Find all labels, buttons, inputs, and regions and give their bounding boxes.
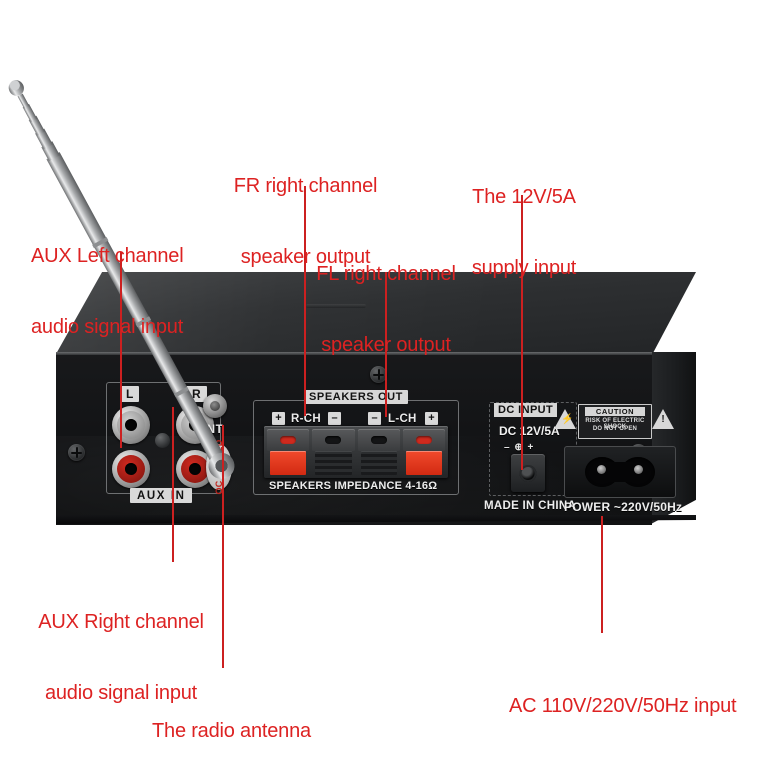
speaker-terminal-l-negative[interactable] [357, 429, 400, 475]
qc-passed-sticker: QC PASSED [206, 439, 232, 495]
leader-antenna [222, 425, 224, 668]
caution-line-1: RISK OF ELECTRIC SHOCK [585, 418, 645, 430]
callout-line-2: speaker output [321, 333, 451, 356]
caution-label: ⚡ CAUTION RISK OF ELECTRIC SHOCK DO NOT … [554, 404, 674, 439]
made-in-china-label: MADE IN CHINA [484, 500, 577, 512]
dc-polarity-symbol: – ⊕ + [504, 442, 535, 453]
lightning-bolt-glyph: ⚡ [561, 414, 574, 425]
dc-input-rating: DC 12V/5A [499, 424, 560, 438]
ac-inlet-recess [564, 446, 676, 498]
rca-hole [189, 463, 201, 475]
chassis-bottom-lip [56, 515, 696, 524]
speakers-out-title: SPEAKERS OUT [304, 390, 408, 404]
leader-ac-input [601, 516, 603, 633]
rca-hole [125, 419, 137, 431]
callout-line-2: audio signal input [31, 315, 184, 338]
ant-label: ANT [198, 424, 224, 436]
exclamation-glyph: ! [661, 414, 665, 425]
terminal-lever[interactable] [270, 451, 307, 475]
ac-pin-right [634, 465, 643, 474]
ac-figure8-socket[interactable] [585, 457, 655, 487]
speaker-terminal-l-positive[interactable] [402, 429, 445, 475]
chassis-right-side-face [651, 352, 696, 524]
panel-screw-left [68, 444, 85, 461]
speakers-impedance-label: SPEAKERS IMPEDANCE 4-16Ω [269, 480, 438, 492]
dc-barrel-jack[interactable] [511, 454, 545, 492]
l-ch-plus-marker: + [425, 412, 438, 425]
callout-line-1: AUX Right channel [38, 611, 204, 634]
leader-fl-speaker [385, 272, 387, 417]
rca-hole [125, 463, 137, 475]
callout-line-1: The 12V/5A [472, 186, 576, 209]
speaker-terminal-block [264, 426, 448, 478]
leader-dc-supply [521, 195, 523, 470]
ac-power-label: POWER ~220V/50Hz [564, 500, 683, 514]
speaker-terminal-r-positive[interactable] [267, 429, 310, 475]
ac-socket-bridge [607, 462, 633, 482]
callout-line-2: audio signal input [44, 681, 198, 704]
terminal-slot [415, 436, 432, 444]
terminal-slot [325, 436, 342, 444]
callout-line-1: AC 110V/220V/50Hz input [509, 695, 737, 718]
leader-fr-speaker [304, 186, 306, 416]
leader-aux-right [172, 407, 174, 562]
r-ch-plus-marker: + [272, 412, 285, 425]
callout-line-2: speaker output [240, 245, 371, 268]
callout-radio-antenna: The radio antenna [152, 673, 311, 768]
caution-line-2: DO NOT OPEN [592, 426, 638, 432]
lightning-bolt-icon: ⚡ [554, 409, 576, 429]
dc-input-title: DC INPUT [494, 403, 558, 417]
callout-aux-left-channel: AUX Left channel audio signal input [31, 198, 184, 387]
speaker-terminal-r-negative[interactable] [312, 429, 355, 475]
r-ch-label: R-CH [291, 413, 321, 425]
callout-line-1: FL right channel [316, 263, 456, 286]
exclamation-triangle-icon: ! [652, 409, 674, 429]
aux-left-letter: L [120, 386, 140, 402]
chassis-top-seam [306, 304, 366, 308]
callout-aux-right-channel: AUX Right channel audio signal input [26, 564, 216, 753]
panel-screw-top-center [370, 366, 387, 383]
aux-in-label: AUX IN [130, 488, 192, 503]
terminal-slot [370, 436, 387, 444]
callout-dc-supply-input: The 12V/5A supply input [462, 139, 586, 328]
callout-fl-speaker-output: FL right channel speaker output [290, 216, 482, 405]
callout-line-1: AUX Left channel [31, 245, 184, 268]
terminal-lever[interactable] [360, 451, 397, 475]
caution-box: CAUTION RISK OF ELECTRIC SHOCK DO NOT OP… [578, 404, 652, 439]
callout-ac-input: AC 110V/220V/50Hz input [509, 648, 737, 766]
aux-block-screw [155, 433, 170, 448]
caution-heading: CAUTION [585, 406, 645, 416]
r-ch-minus-marker: – [328, 412, 341, 425]
rca-jack-left-aux[interactable] [112, 450, 150, 488]
terminal-slot [280, 436, 297, 444]
rca-jack-left-in[interactable] [112, 406, 150, 444]
terminal-lever[interactable] [405, 451, 442, 475]
leader-aux-left [120, 252, 122, 448]
antenna-jack[interactable] [203, 394, 227, 418]
l-ch-minus-marker: – [368, 412, 381, 425]
l-ch-label: L-CH [388, 413, 417, 425]
callout-line-2: supply input [471, 256, 577, 279]
panel-top-edge [56, 352, 652, 355]
ac-pin-left [597, 465, 606, 474]
terminal-lever[interactable] [315, 451, 352, 475]
callout-fr-speaker-output: FR right channel speaker output [208, 128, 403, 317]
callout-line-1: The radio antenna [152, 720, 311, 743]
callout-line-1: FR right channel [233, 175, 378, 198]
